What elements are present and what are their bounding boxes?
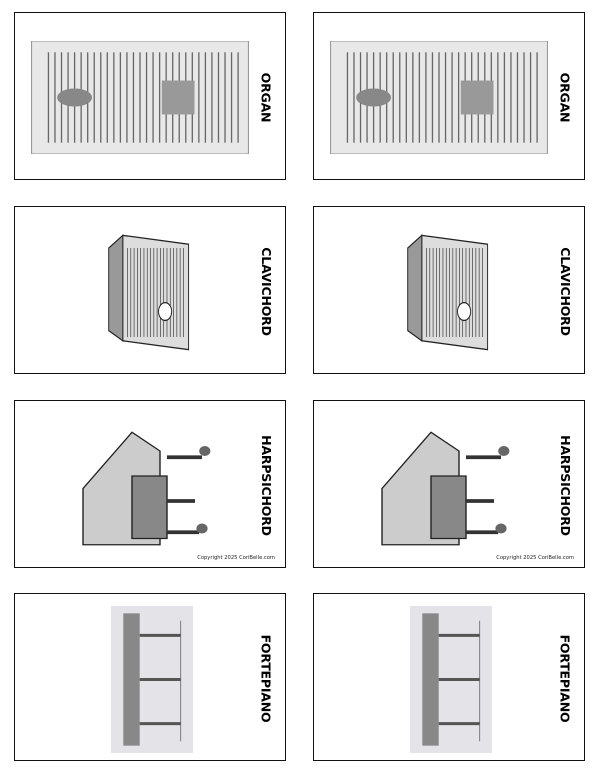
- card-label: HARPSICHORD: [252, 401, 280, 569]
- card-label-text: CLAVICHORD: [557, 246, 573, 336]
- card-label-text: ORGAN: [557, 72, 573, 122]
- card-label: ORGAN: [252, 13, 280, 181]
- flashcard-organ: ORGAN: [313, 12, 585, 180]
- card-label-text: CLAVICHORD: [258, 246, 274, 336]
- flashcard-clavichord: CLAVICHORD: [313, 206, 585, 374]
- organ-illustration: [330, 41, 548, 154]
- clavichord-illustration: [104, 229, 198, 356]
- card-label: FORTEPIANO: [252, 594, 280, 762]
- card-label: FORTEPIANO: [551, 594, 579, 762]
- organ-illustration: [31, 41, 249, 154]
- card-label: CLAVICHORD: [252, 207, 280, 375]
- clavichord-illustration: [403, 229, 497, 356]
- flashcard-fortepiano: FORTEPIANO: [313, 593, 585, 761]
- card-label-text: FORTEPIANO: [557, 634, 573, 722]
- card-label-text: FORTEPIANO: [258, 634, 274, 722]
- flashcard-clavichord: CLAVICHORD: [14, 206, 286, 374]
- copyright-text: Copyright 2025 CoriBelle.com: [496, 555, 574, 561]
- fortepiano-illustration: [410, 606, 492, 753]
- fortepiano-illustration: [111, 606, 193, 753]
- flashcard-fortepiano: FORTEPIANO: [14, 593, 286, 761]
- flashcard-harpsichord: HARPSICHORD Copyright 2025 CoriBelle.com: [14, 400, 286, 568]
- card-label-text: ORGAN: [258, 72, 274, 122]
- card-label-text: HARPSICHORD: [557, 434, 573, 536]
- card-label-text: HARPSICHORD: [258, 434, 274, 536]
- harpsichord-illustration: [375, 426, 515, 551]
- copyright-text: Copyright 2025 CoriBelle.com: [197, 555, 275, 561]
- card-label: ORGAN: [551, 13, 579, 181]
- flashcard-harpsichord: HARPSICHORD Copyright 2025 CoriBelle.com: [313, 400, 585, 568]
- card-label: CLAVICHORD: [551, 207, 579, 375]
- card-label: HARPSICHORD: [551, 401, 579, 569]
- flashcard-organ: ORGAN: [14, 12, 286, 180]
- harpsichord-illustration: [76, 426, 216, 551]
